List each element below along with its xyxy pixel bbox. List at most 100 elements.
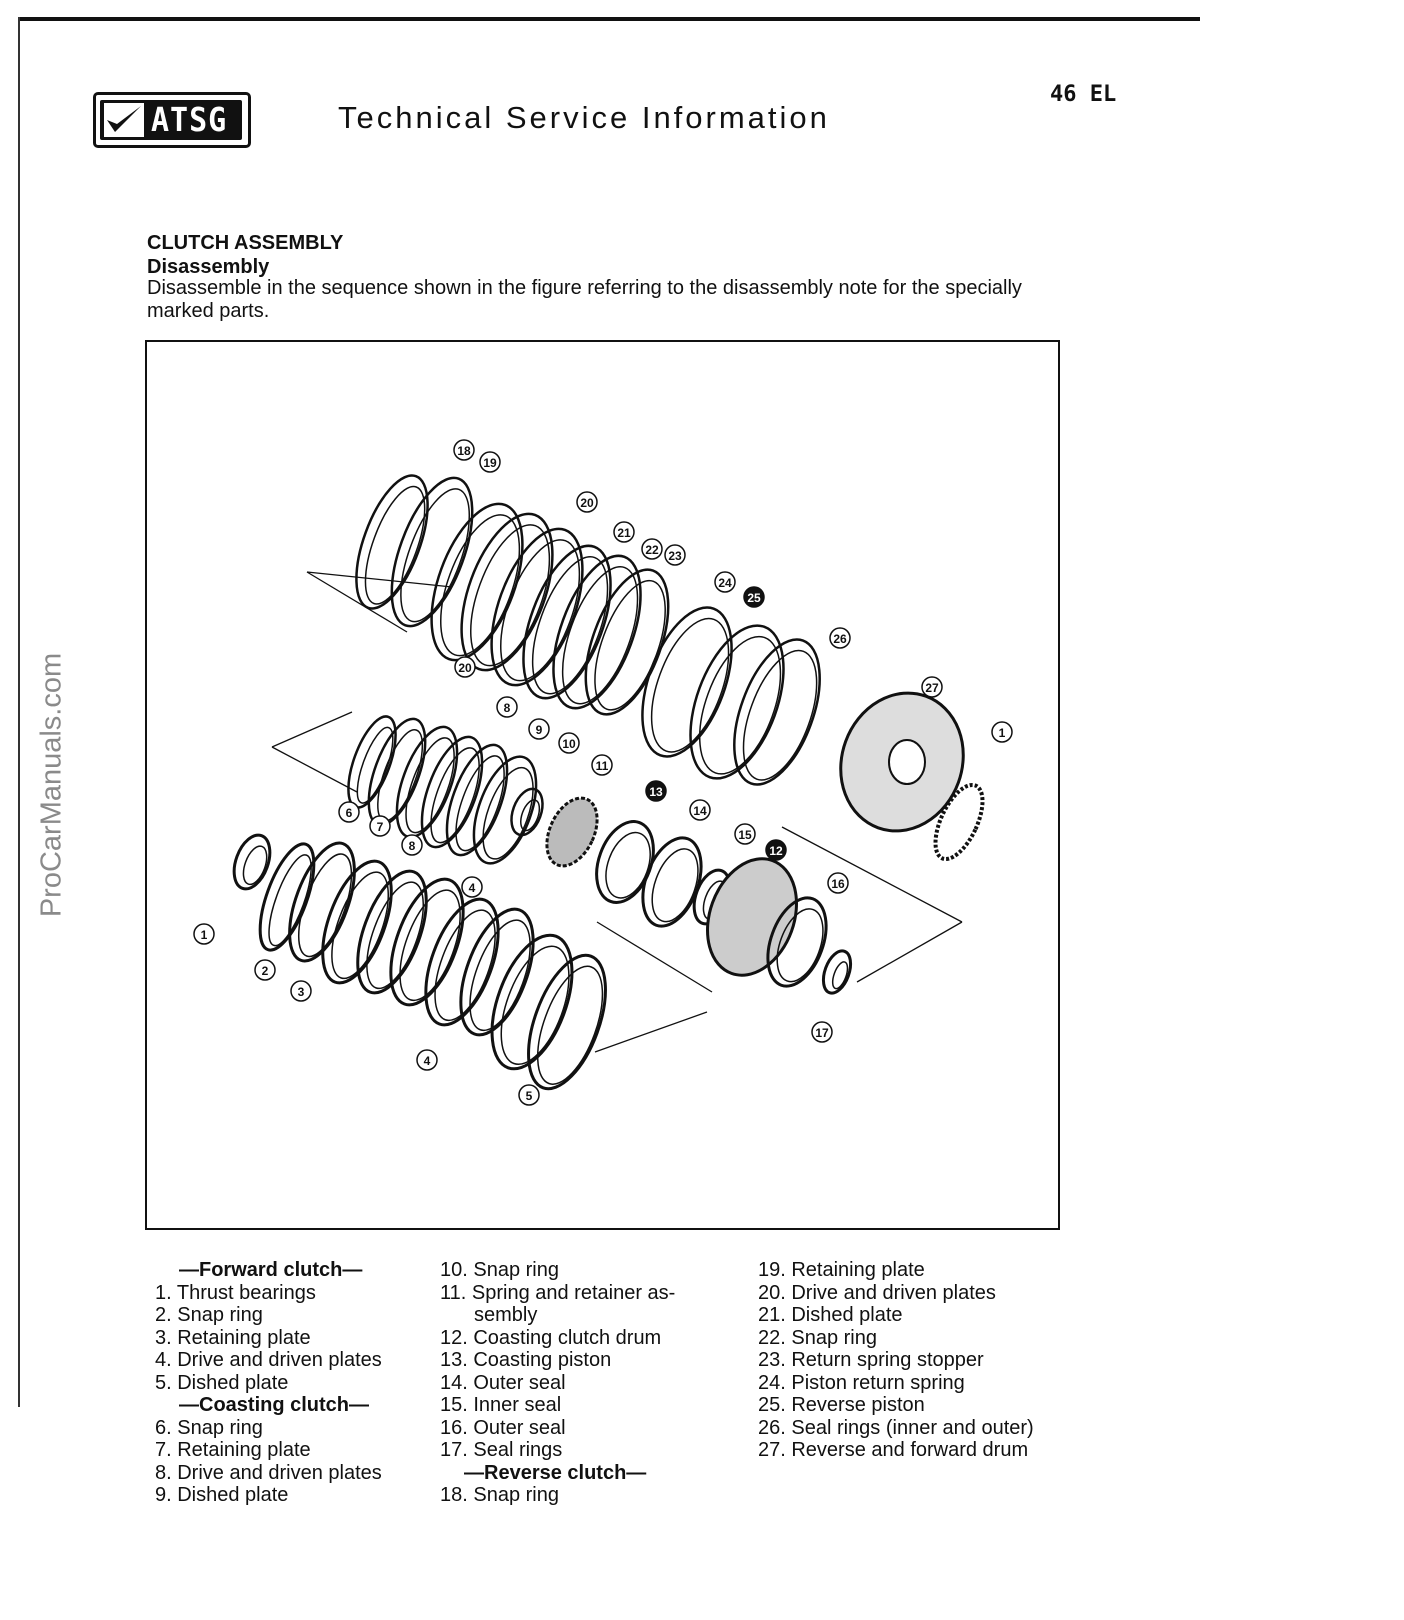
callout-number: 15 [738, 828, 752, 842]
legend-item: 8. Drive and driven plates [155, 1461, 382, 1484]
callout-circle [479, 451, 501, 473]
callout-number: 8 [504, 701, 511, 715]
watermark: ProCarManuals.com [35, 652, 68, 918]
legend-section-header: —Forward clutch— [179, 1259, 363, 1281]
callout-number: 4 [469, 881, 476, 895]
callout-circle [401, 834, 423, 856]
page-top-border [18, 17, 1200, 21]
forward-clutch-part-inner [331, 871, 390, 980]
forward-clutch-part [356, 869, 428, 995]
coasting-clutch-part-inner [455, 755, 505, 852]
legend-item: 10. Snap ring [440, 1259, 559, 1281]
callout-circle [921, 676, 943, 698]
reverse-clutch-part [522, 544, 612, 700]
logo-text: ATSG [151, 100, 228, 140]
reverse-clutch-part-inner [400, 488, 471, 623]
forward-clutch-part [321, 859, 393, 985]
coasting-clutch-part-inner [430, 747, 480, 844]
callout-circle [645, 780, 667, 802]
legend-item: 25. Reverse piston [758, 1394, 925, 1416]
callout-number: 24 [718, 576, 732, 590]
leader-line [856, 921, 963, 983]
seal-rings-inner [831, 961, 849, 990]
callout-circle [369, 815, 391, 837]
coasting-clutch-drum [706, 857, 798, 977]
forward-clutch-part [424, 897, 500, 1027]
callout-number: 25 [747, 591, 761, 605]
legend-item: 16. Outer seal [440, 1416, 566, 1439]
section-body: Disassemble in the sequence shown in the… [147, 277, 1022, 322]
callout-number: 22 [645, 543, 659, 557]
reverse-clutch-part-inner [561, 566, 639, 705]
callout-number: 14 [693, 804, 707, 818]
callout-number: 2 [262, 964, 269, 978]
callout-circle [454, 656, 476, 678]
atsg-logo: ATSG [93, 92, 251, 148]
reverse-clutch-part-inner [698, 635, 782, 775]
callout-number: 5 [526, 1089, 533, 1103]
callout-circle [811, 1021, 833, 1043]
reverse-clutch-part-inner [500, 539, 581, 682]
forward-clutch-part-inner [536, 965, 604, 1085]
callout-number: 9 [536, 723, 543, 737]
callout-number: 1 [201, 928, 208, 942]
forward-clutch-part-inner [500, 945, 570, 1066]
forward-clutch-part [527, 953, 607, 1091]
callout-circle [461, 876, 483, 898]
page-left-border [18, 17, 20, 1407]
leader-line [306, 571, 408, 633]
forward-clutch-part [459, 907, 535, 1037]
thrust-bearing [933, 782, 985, 862]
callout-circle [734, 823, 756, 845]
callout-number: 1 [999, 726, 1006, 740]
coasting-clutch-part [472, 755, 538, 865]
legend-item: sembly [474, 1304, 538, 1326]
callout-number: 27 [925, 681, 939, 695]
legend-item: 4. Drive and driven plates [155, 1349, 382, 1371]
reverse-clutch-part [355, 474, 429, 610]
reverse-clutch-part [552, 554, 642, 710]
callout-circle [558, 732, 580, 754]
callout-circle [193, 923, 215, 945]
callout-circle [453, 439, 475, 461]
legend-section-header: —Reverse clutch— [464, 1461, 647, 1484]
drum-hub [888, 739, 926, 785]
legend-item: 20. Drive and driven plates [758, 1281, 996, 1304]
callout-number: 4 [424, 1054, 431, 1068]
forward-clutch-part [490, 933, 574, 1071]
forward-clutch-part-inner [366, 881, 425, 990]
outer-seal-16 [766, 896, 828, 988]
reverse-clutch-part [641, 606, 733, 758]
coasting-clutch-part [510, 787, 544, 837]
reverse-clutch-part-inner [470, 524, 551, 667]
callout-number: 10 [562, 737, 576, 751]
legend-item: 5. Dished plate [155, 1371, 289, 1394]
coasting-clutch-part-inner [405, 737, 455, 834]
callout-number: 16 [831, 877, 845, 891]
callout-circle [714, 571, 736, 593]
callout-circle [765, 839, 787, 861]
reverse-clutch-part [390, 476, 474, 628]
callout-circle [576, 491, 598, 513]
callout-number: 17 [815, 1026, 829, 1040]
callout-number: 7 [377, 820, 384, 834]
legend-item: 7. Retaining plate [155, 1439, 311, 1461]
legend-item: 12. Coasting clutch drum [440, 1326, 662, 1349]
callout-circle [528, 718, 550, 740]
callout-number: 26 [833, 632, 847, 646]
spring-retainer-assembly [545, 796, 599, 868]
forward-clutch-part [389, 877, 465, 1007]
forward-clutch-part-inner [434, 909, 496, 1022]
callout-circle [991, 721, 1013, 743]
callout-number: 18 [457, 444, 471, 458]
legend-section-header: —Coasting clutch— [179, 1394, 370, 1416]
reverse-clutch-part-inner [742, 649, 818, 781]
forward-clutch-part-inner [297, 853, 353, 958]
legend-item: 27. Reverse and forward drum [758, 1439, 1029, 1461]
callout-number: 8 [409, 839, 416, 853]
leader-line [271, 746, 358, 793]
section-heading: CLUTCH ASSEMBLY [147, 232, 344, 254]
callout-number: 19 [483, 456, 497, 470]
